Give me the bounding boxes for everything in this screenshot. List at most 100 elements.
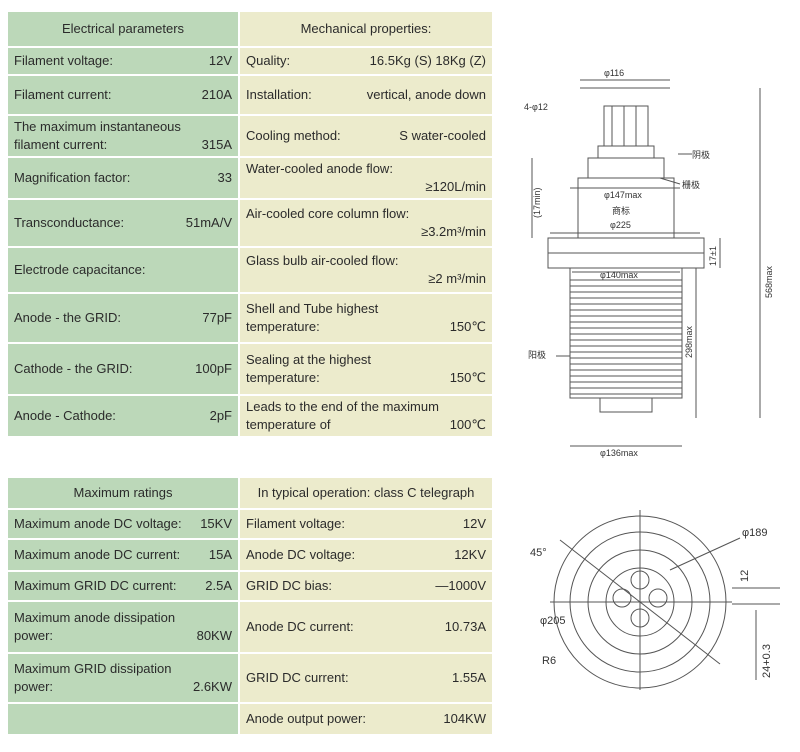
value: 2pF: [209, 408, 232, 423]
cell-stack: Leads to the end of the maximum temperatu…: [246, 398, 486, 434]
dim-r6-label: R6: [542, 655, 556, 667]
table-row: Maximum anode DC voltage: 15KV Filament vo…: [8, 510, 492, 538]
value: 150℃: [449, 370, 486, 385]
label: GRID DC bias:: [246, 578, 332, 593]
value: 15KV: [200, 516, 232, 531]
label: Anode output power:: [246, 711, 366, 726]
right-cell: Installation: vertical, anode down: [240, 76, 492, 114]
tube-base-svg: φ189 45° φ205 R6 12 24+0.3: [530, 510, 780, 690]
dim-45-label: 45°: [530, 547, 547, 559]
value: vertical, anode down: [366, 87, 486, 102]
value: ≥120L/min: [425, 179, 486, 194]
cell-pair: Cooling method:S water-cooled: [246, 127, 486, 145]
left-cell: Anode - the GRID: 77pF: [8, 294, 238, 342]
tube-side-drawing: φ116 4-φ12 φ147max φ225 φ140max φ136max …: [520, 58, 790, 458]
cell-pair: Maximum anode DC voltage: 15KV: [14, 515, 232, 533]
tube-base-drawing: φ189 45° φ205 R6 12 24+0.3: [520, 500, 790, 690]
label: Filament voltage:: [246, 516, 345, 531]
mechanical-properties-header: Mechanical properties:: [240, 12, 492, 46]
value: 2.5A: [205, 578, 232, 593]
label: Electrode capacitance:: [14, 262, 146, 277]
header-text: Maximum ratings: [73, 485, 173, 500]
value: 12KV: [454, 547, 486, 562]
dim-24-label: 24+0.3: [761, 644, 773, 678]
value: 12V: [462, 516, 486, 531]
label-line-2: temperature:150℃: [246, 369, 486, 387]
label: Air-cooled core column flow:: [246, 206, 410, 221]
cell-pair: Transconductance:51mA/V: [14, 214, 232, 232]
label: Filament voltage:: [14, 53, 113, 68]
cell-pair: Magnification factor:33: [14, 169, 232, 187]
cell-pair: Quality:16.5Kg (S) 18Kg (Z): [246, 52, 486, 70]
left-cell: Magnification factor:33: [8, 158, 238, 198]
label-line-2-text: power:: [14, 628, 54, 643]
cell-pair: GRID DC current:1.55A: [246, 669, 486, 687]
cell-stack: Glass bulb air-cooled flow:≥2 m³/min: [246, 252, 486, 288]
cell-stack: Maximum anode dissipation power: 80KW: [14, 609, 232, 645]
cell-stack: Air-cooled core column flow:≥3.2m³/min: [246, 205, 486, 241]
value: 77pF: [202, 310, 232, 325]
label: Anode DC voltage:: [246, 547, 356, 562]
label: Maximum anode DC voltage:: [14, 516, 182, 531]
value: 210A: [201, 87, 232, 102]
value: 16.5Kg (S) 18Kg (Z): [369, 53, 486, 68]
label: Installation:: [246, 87, 312, 102]
left-cell: Transconductance:51mA/V: [8, 200, 238, 246]
right-cell: Quality:16.5Kg (S) 18Kg (Z): [240, 48, 492, 74]
ratings-operation-table: Maximum ratings In typical operation: cl…: [8, 478, 492, 740]
label-line-2-text: temperature of: [246, 417, 331, 432]
table-row: Electrode capacitance: Glass bulb air-coo…: [8, 248, 492, 292]
cell-pair: Anode DC current:10.73A: [246, 618, 486, 636]
dim-body-upper-label: φ147max: [604, 190, 642, 200]
cell-pair: Filament current: 210A: [14, 86, 232, 104]
dim-205-label: φ205: [540, 615, 566, 627]
label-line-2: power:2.6KW: [14, 678, 232, 696]
right-cell: Anode DC current:10.73A: [240, 602, 492, 652]
value: 33: [217, 170, 232, 185]
table-row: Anode - Cathode: 2pF Leads to the end of t…: [8, 396, 492, 436]
label: Anode DC current:: [246, 619, 354, 634]
value: —1000V: [435, 578, 486, 593]
table1-header: Electrical parameters Mechanical propert…: [8, 12, 492, 46]
cell-stack: Water-cooled anode flow: ≥120L/min: [246, 160, 486, 196]
dim-568-label: 568max: [764, 265, 774, 298]
table-row: Maximum anode dissipation power: 80KW Anode…: [8, 602, 492, 652]
label-line-1: Maximum anode dissipation: [14, 610, 176, 625]
plate-label: 商标: [612, 205, 630, 216]
right-cell: Glass bulb air-cooled flow:≥2 m³/min: [240, 248, 492, 292]
value: 51mA/V: [185, 215, 232, 230]
header-text: Mechanical properties:: [300, 21, 432, 36]
label: Anode - Cathode:: [14, 408, 116, 423]
table2-header: Maximum ratings In typical operation: cl…: [8, 478, 492, 508]
label-line-1: Leads to the end of the maximum: [246, 399, 439, 414]
value: ≥2 m³/min: [428, 271, 486, 286]
table-row: Filament current: 210A Installation: vertic…: [8, 76, 492, 114]
label-line-2-text: power:: [14, 679, 54, 694]
tube-side-svg: φ116 4-φ12 φ147max φ225 φ140max φ136max …: [524, 68, 774, 458]
cell-pair: Installation: vertical, anode down: [246, 86, 486, 104]
right-cell: Anode output power: 104KW: [240, 704, 492, 734]
value: 104KW: [443, 711, 486, 726]
label: Anode - the GRID:: [14, 310, 121, 325]
value: 80KW: [196, 628, 232, 643]
cell-pair: Anode DC voltage: 12KV: [246, 546, 486, 564]
dim-top-label: φ116: [604, 68, 624, 78]
label: Cooling method:: [246, 128, 341, 143]
dim-136-label: φ136max: [600, 448, 638, 458]
label: Cathode - the GRID:: [14, 361, 133, 376]
left-cell: Maximum GRID DC current:2.5A: [8, 572, 238, 600]
label: Filament current:: [14, 87, 112, 102]
label-line-2: filament current:315A: [14, 136, 232, 154]
table-row: Anode output power: 104KW: [8, 704, 492, 734]
header-text: In typical operation: class C telegraph: [257, 485, 475, 500]
label-line-2: power: 80KW: [14, 627, 232, 645]
label: Water-cooled anode flow:: [246, 161, 393, 176]
right-cell: GRID DC current:1.55A: [240, 654, 492, 702]
